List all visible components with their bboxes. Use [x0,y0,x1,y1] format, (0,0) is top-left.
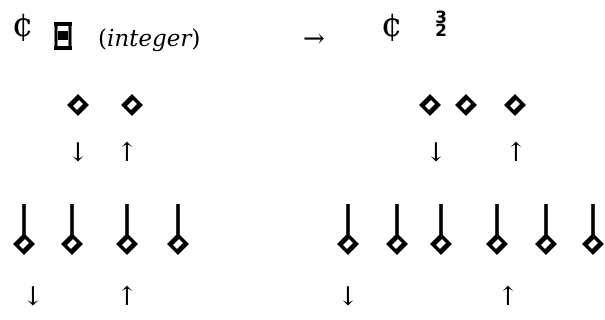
up-arrow-left-lower: ↑ [116,282,138,312]
down-arrow-right-lower: ↓ [337,282,359,312]
breve-left-1 [67,94,89,116]
down-arrow-left-lower: ↓ [22,282,44,312]
up-arrow-right-upper: ↑ [505,138,527,168]
cut-c-mensuration-sign-right: ¢ [381,5,403,45]
fraction-numerator: 3 [435,8,447,28]
minim-left-1 [13,204,35,255]
breve-left-2 [121,94,143,116]
minim-right-1 [337,204,359,255]
minim-left-3 [116,204,138,255]
integer-proportion-sign [54,22,72,50]
minim-left-4 [167,204,189,255]
transition-arrow: → [303,24,325,54]
cut-c-mensuration-sign-left: ¢ [12,5,34,45]
integer-label: (integer) [98,26,201,52]
minim-right-2 [386,204,408,255]
minim-left-2 [61,204,83,255]
fraction-denominator: 2 [435,21,447,41]
up-arrow-right-lower: ↑ [497,282,519,312]
breve-right-2 [455,94,477,116]
down-arrow-right-upper: ↓ [425,138,447,168]
breve-right-3 [504,94,526,116]
minim-right-5 [535,204,557,255]
minim-right-6 [582,204,604,255]
minim-right-4 [486,204,508,255]
down-arrow-left-upper: ↓ [67,138,89,168]
minim-right-3 [430,204,452,255]
breve-right-1 [419,94,441,116]
up-arrow-left-upper: ↑ [116,138,138,168]
proportion-fraction: 3 2 [432,8,450,41]
